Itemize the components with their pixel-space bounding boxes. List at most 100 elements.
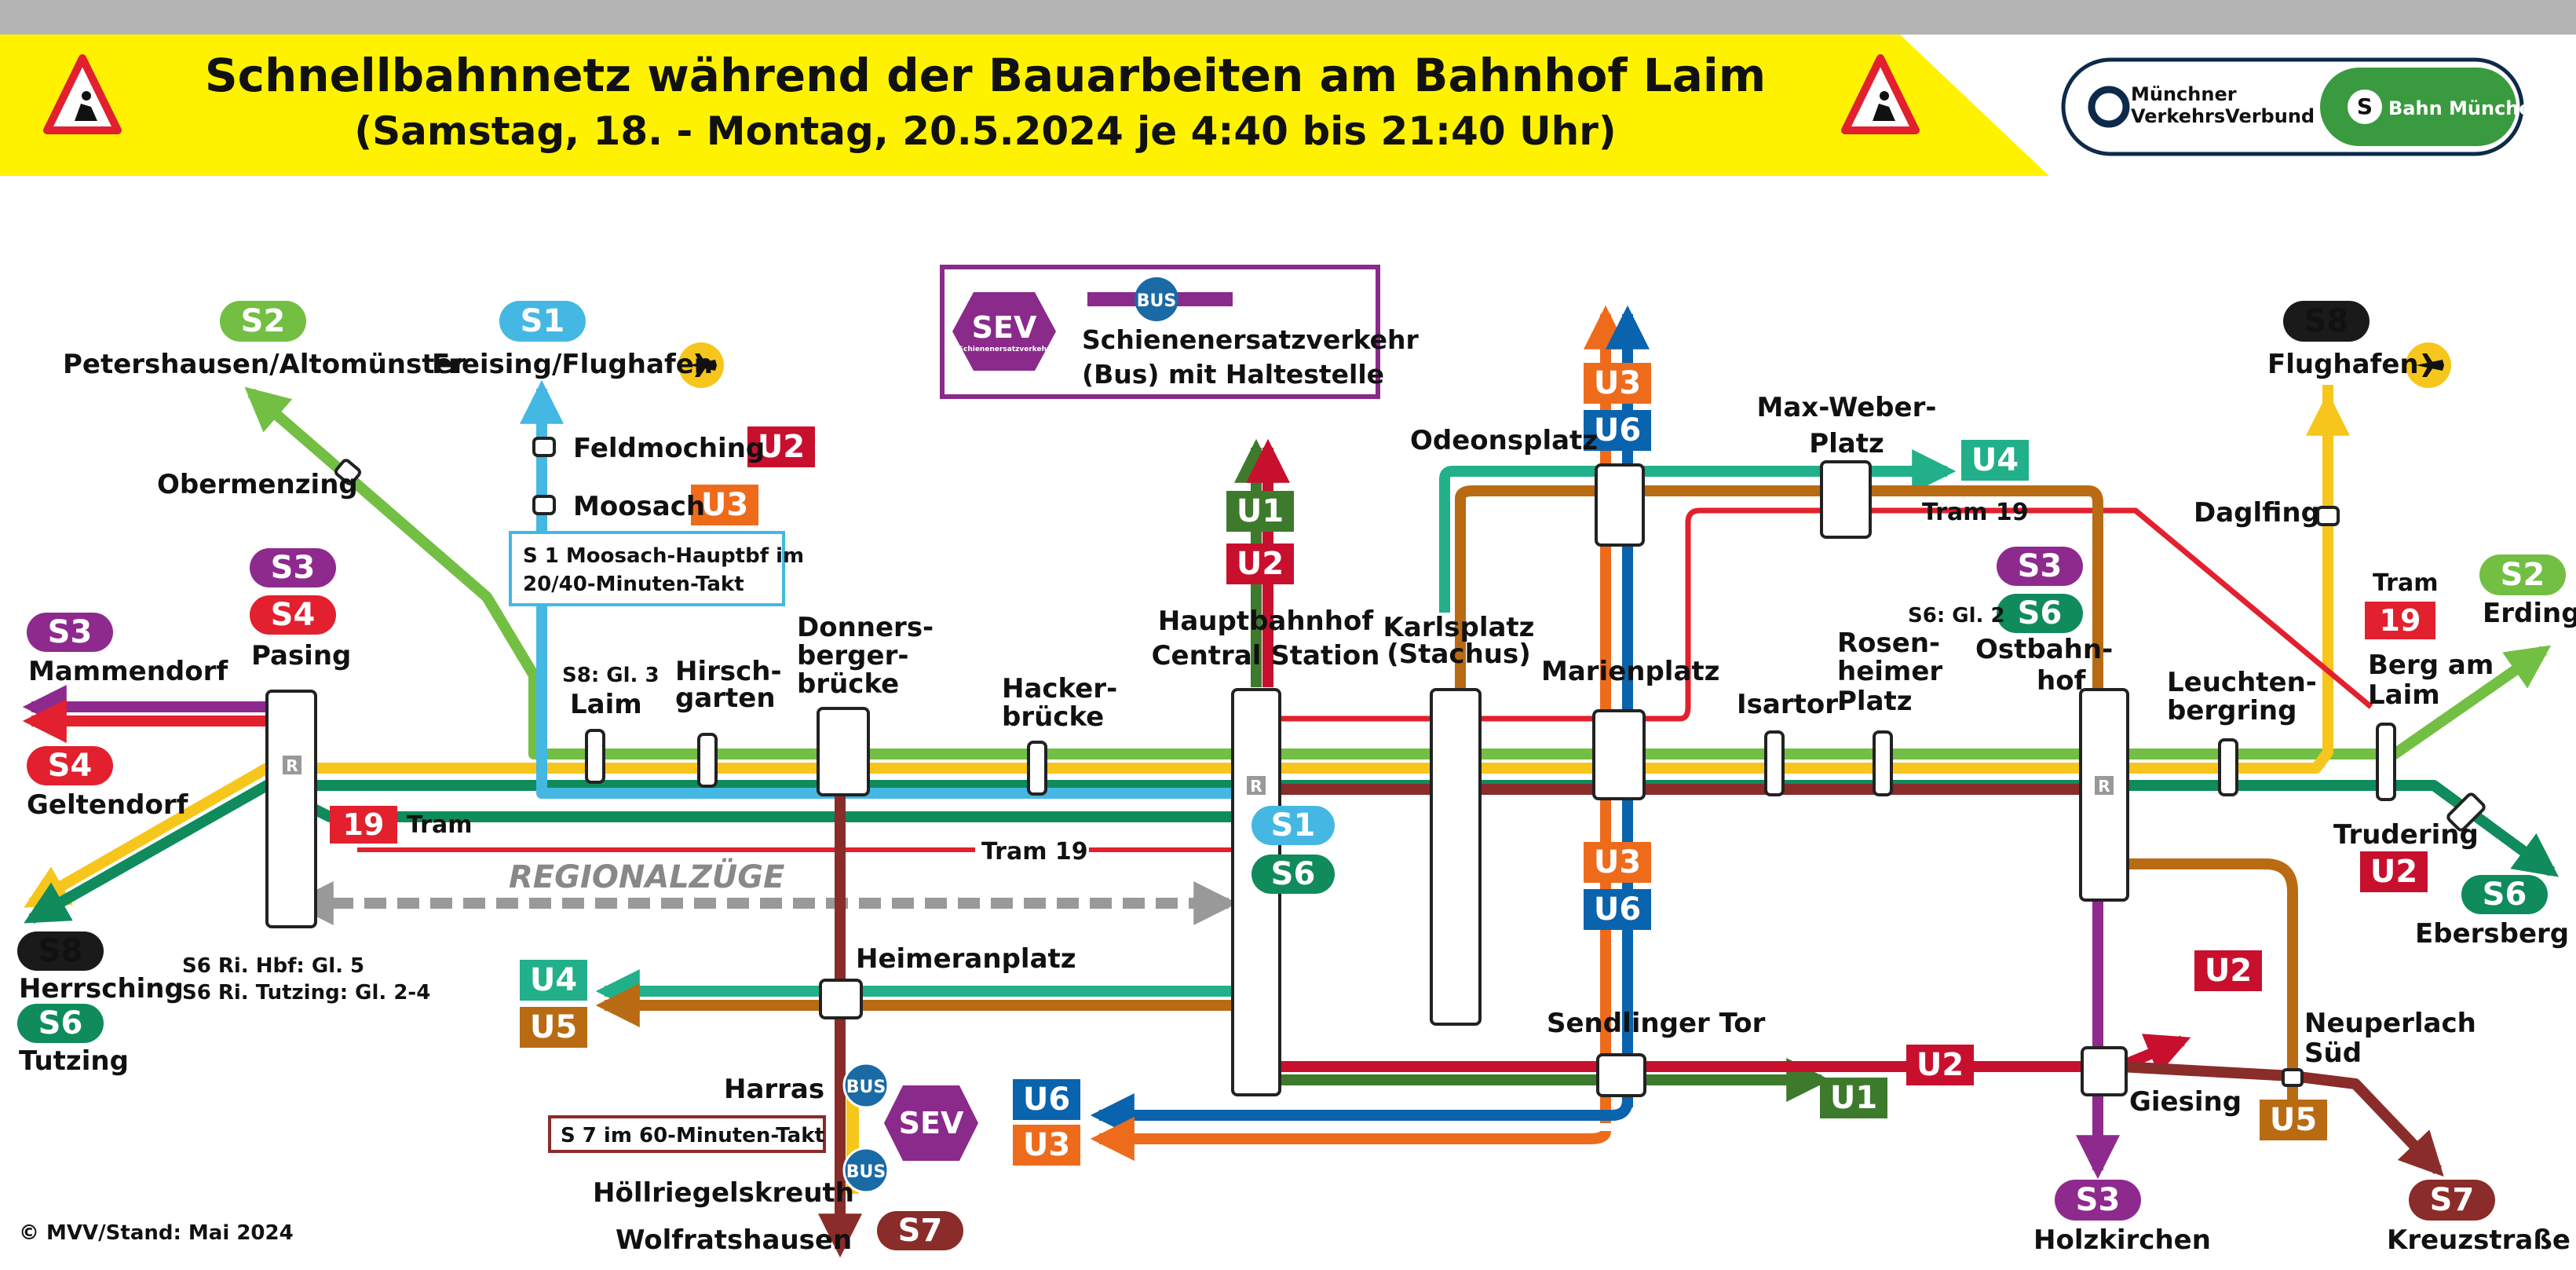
label-daglfing: Daglfing xyxy=(2194,497,2320,529)
badge-s2-east: S2 xyxy=(2479,554,2566,595)
station-laim[interactable] xyxy=(585,729,605,784)
station-heimeranplatz[interactable] xyxy=(819,979,863,1019)
svg-text:S2: S2 xyxy=(241,303,286,339)
label-hacker-2: brücke xyxy=(1002,701,1104,733)
label-s6-track: S6: Gl. 2 xyxy=(1908,604,2005,628)
label-pasing: Pasing xyxy=(251,640,351,672)
label-regionalzuege: REGIONALZÜGE xyxy=(509,858,784,895)
svg-text:S3: S3 xyxy=(2018,548,2063,584)
label-holzkirchen: Holzkirchen xyxy=(2033,1224,2211,1256)
svg-text:U2: U2 xyxy=(1916,1047,1964,1083)
construction-warning-icon-left xyxy=(43,54,122,134)
label-geltendorf: Geltendorf xyxy=(27,789,189,821)
badge-u2-feldmoching: U2 xyxy=(747,426,815,467)
station-sendlinger-tor[interactable] xyxy=(1596,1053,1646,1097)
station-moosach[interactable] xyxy=(532,495,556,515)
legend-line-1: Schienenersatzverkehr xyxy=(1082,324,1420,355)
badge-s6-ostbahnhof: S6 xyxy=(1997,594,2083,633)
label-hoellriegelskreuth: Höllriegelskreuth xyxy=(593,1177,854,1209)
svg-text:BUS: BUS xyxy=(1137,291,1176,311)
mvv-name-1: Münchner xyxy=(2131,83,2237,105)
svg-text:U4: U4 xyxy=(530,962,577,998)
label-erding: Erding xyxy=(2483,598,2576,629)
svg-text:S: S xyxy=(2357,93,2373,119)
label-ostbahnhof-1: Ostbahn- xyxy=(1975,634,2113,665)
badge-u2-trudering: U2 xyxy=(2360,851,2428,892)
station-trudering[interactable] xyxy=(2446,792,2486,832)
svg-text:S6: S6 xyxy=(1271,856,1316,892)
station-hirschgarten[interactable] xyxy=(697,733,718,788)
label-wolfratshausen: Wolfratshausen xyxy=(616,1224,852,1256)
station-isartor[interactable] xyxy=(1764,730,1785,796)
svg-text:19: 19 xyxy=(2380,603,2421,638)
mvv-logo-icon xyxy=(2088,86,2130,128)
badge-u2-giesing: U2 xyxy=(2194,950,2262,991)
label-flughafen: Flughafen xyxy=(2267,349,2419,380)
badge-u4-east: U4 xyxy=(1961,440,2029,481)
station-obermenzing[interactable] xyxy=(334,459,361,485)
station-leuchtenbergring[interactable] xyxy=(2218,738,2238,796)
badge-s8-north: S8 xyxy=(2283,301,2370,342)
stations xyxy=(265,437,2486,1097)
svg-text:U5: U5 xyxy=(2270,1102,2317,1138)
s7-service-note: S 7 im 60-Minuten-Takt xyxy=(548,1115,826,1153)
badge-s2-north: S2 xyxy=(220,301,306,342)
svg-text:S 7 im 60-Minuten-Takt: S 7 im 60-Minuten-Takt xyxy=(561,1124,824,1147)
svg-text:S3: S3 xyxy=(2076,1182,2121,1218)
svg-text:U2: U2 xyxy=(2370,854,2417,890)
station-feldmoching[interactable] xyxy=(532,437,556,457)
page-title: Schnellbahnnetz während der Bauarbeiten … xyxy=(205,49,1766,102)
badge-s7-southeast: S7 xyxy=(2409,1180,2495,1221)
label-karlsplatz-1: Karlsplatz xyxy=(1383,612,1535,643)
page-subtitle: (Samstag, 18. - Montag, 20.5.2024 je 4:4… xyxy=(354,108,1617,154)
svg-text:SEV: SEV xyxy=(972,310,1037,345)
station-hackerbruecke[interactable] xyxy=(1027,741,1047,796)
operator-logo: Münchner VerkehrsVerbund S Bahn München xyxy=(2061,57,2545,156)
sbahn-logo-icon xyxy=(2348,90,2382,124)
label-hirschgarten-2: garten xyxy=(675,683,776,714)
badge-s7-south: S7 xyxy=(877,1211,963,1250)
badge-u6-mid: U6 xyxy=(1584,889,1651,930)
station-max-weber-platz[interactable] xyxy=(1820,460,1872,539)
tram19-east xyxy=(1256,507,2373,722)
label-karlsplatz-2: (Stachus) xyxy=(1387,639,1531,670)
station-pasing[interactable] xyxy=(265,690,317,928)
station-karlsplatz[interactable] xyxy=(1430,688,1482,1026)
station-berg-am-laim[interactable] xyxy=(2376,723,2396,801)
station-rosenheimer-platz[interactable] xyxy=(1873,730,1893,796)
label-hirschgarten-1: Hirsch- xyxy=(675,656,782,687)
badge-u5-neuperlach: U5 xyxy=(2260,1100,2327,1140)
label-obermenzing: Obermenzing xyxy=(157,469,358,500)
svg-text:BUS: BUS xyxy=(846,1162,886,1182)
svg-text:S3: S3 xyxy=(48,614,93,650)
label-neuperlach-1: Neuperlach xyxy=(2304,1008,2476,1039)
badge-u2-southeast: U2 xyxy=(1906,1045,1974,1085)
svg-text:SEV: SEV xyxy=(899,1106,964,1140)
station-neuperlach-sued[interactable] xyxy=(2282,1068,2304,1087)
label-petershausen: Petershausen/Altomünster xyxy=(63,349,466,380)
station-marienplatz[interactable] xyxy=(1592,709,1646,800)
svg-text:U1: U1 xyxy=(1237,493,1284,529)
station-odeonsplatz[interactable] xyxy=(1595,463,1645,547)
svg-text:U2: U2 xyxy=(2205,953,2252,989)
copyright: © MVV/Stand: Mai 2024 xyxy=(19,1221,294,1245)
badge-s4-west: S4 xyxy=(27,746,113,785)
badge-u2-hbf: U2 xyxy=(1226,544,1294,584)
svg-text:U6: U6 xyxy=(1594,412,1641,448)
station-donnersbergerbruecke[interactable] xyxy=(817,707,870,796)
label-tutzing: Tutzing xyxy=(19,1045,129,1077)
label-laim: Laim xyxy=(570,689,642,720)
svg-text:S3: S3 xyxy=(271,550,316,586)
legend-line-2: (Bus) mit Haltestelle xyxy=(1082,359,1384,390)
label-maxweber-1: Max-Weber- xyxy=(1757,392,1937,423)
badge-s1-hbf: S1 xyxy=(1251,806,1335,845)
label-berg-am-laim-2: Laim xyxy=(2368,679,2440,711)
badge-s3-south: S3 xyxy=(2055,1180,2141,1221)
station-giesing[interactable] xyxy=(2081,1046,2128,1096)
airplane-icon xyxy=(2406,342,2451,388)
svg-text:S6: S6 xyxy=(2018,595,2063,631)
label-ebersberg: Ebersberg xyxy=(2415,918,2569,950)
station-daglfing[interactable] xyxy=(2316,506,2340,526)
badge-s6-east: S6 xyxy=(2461,875,2548,914)
badge-tram19-west: 19 xyxy=(330,806,397,844)
